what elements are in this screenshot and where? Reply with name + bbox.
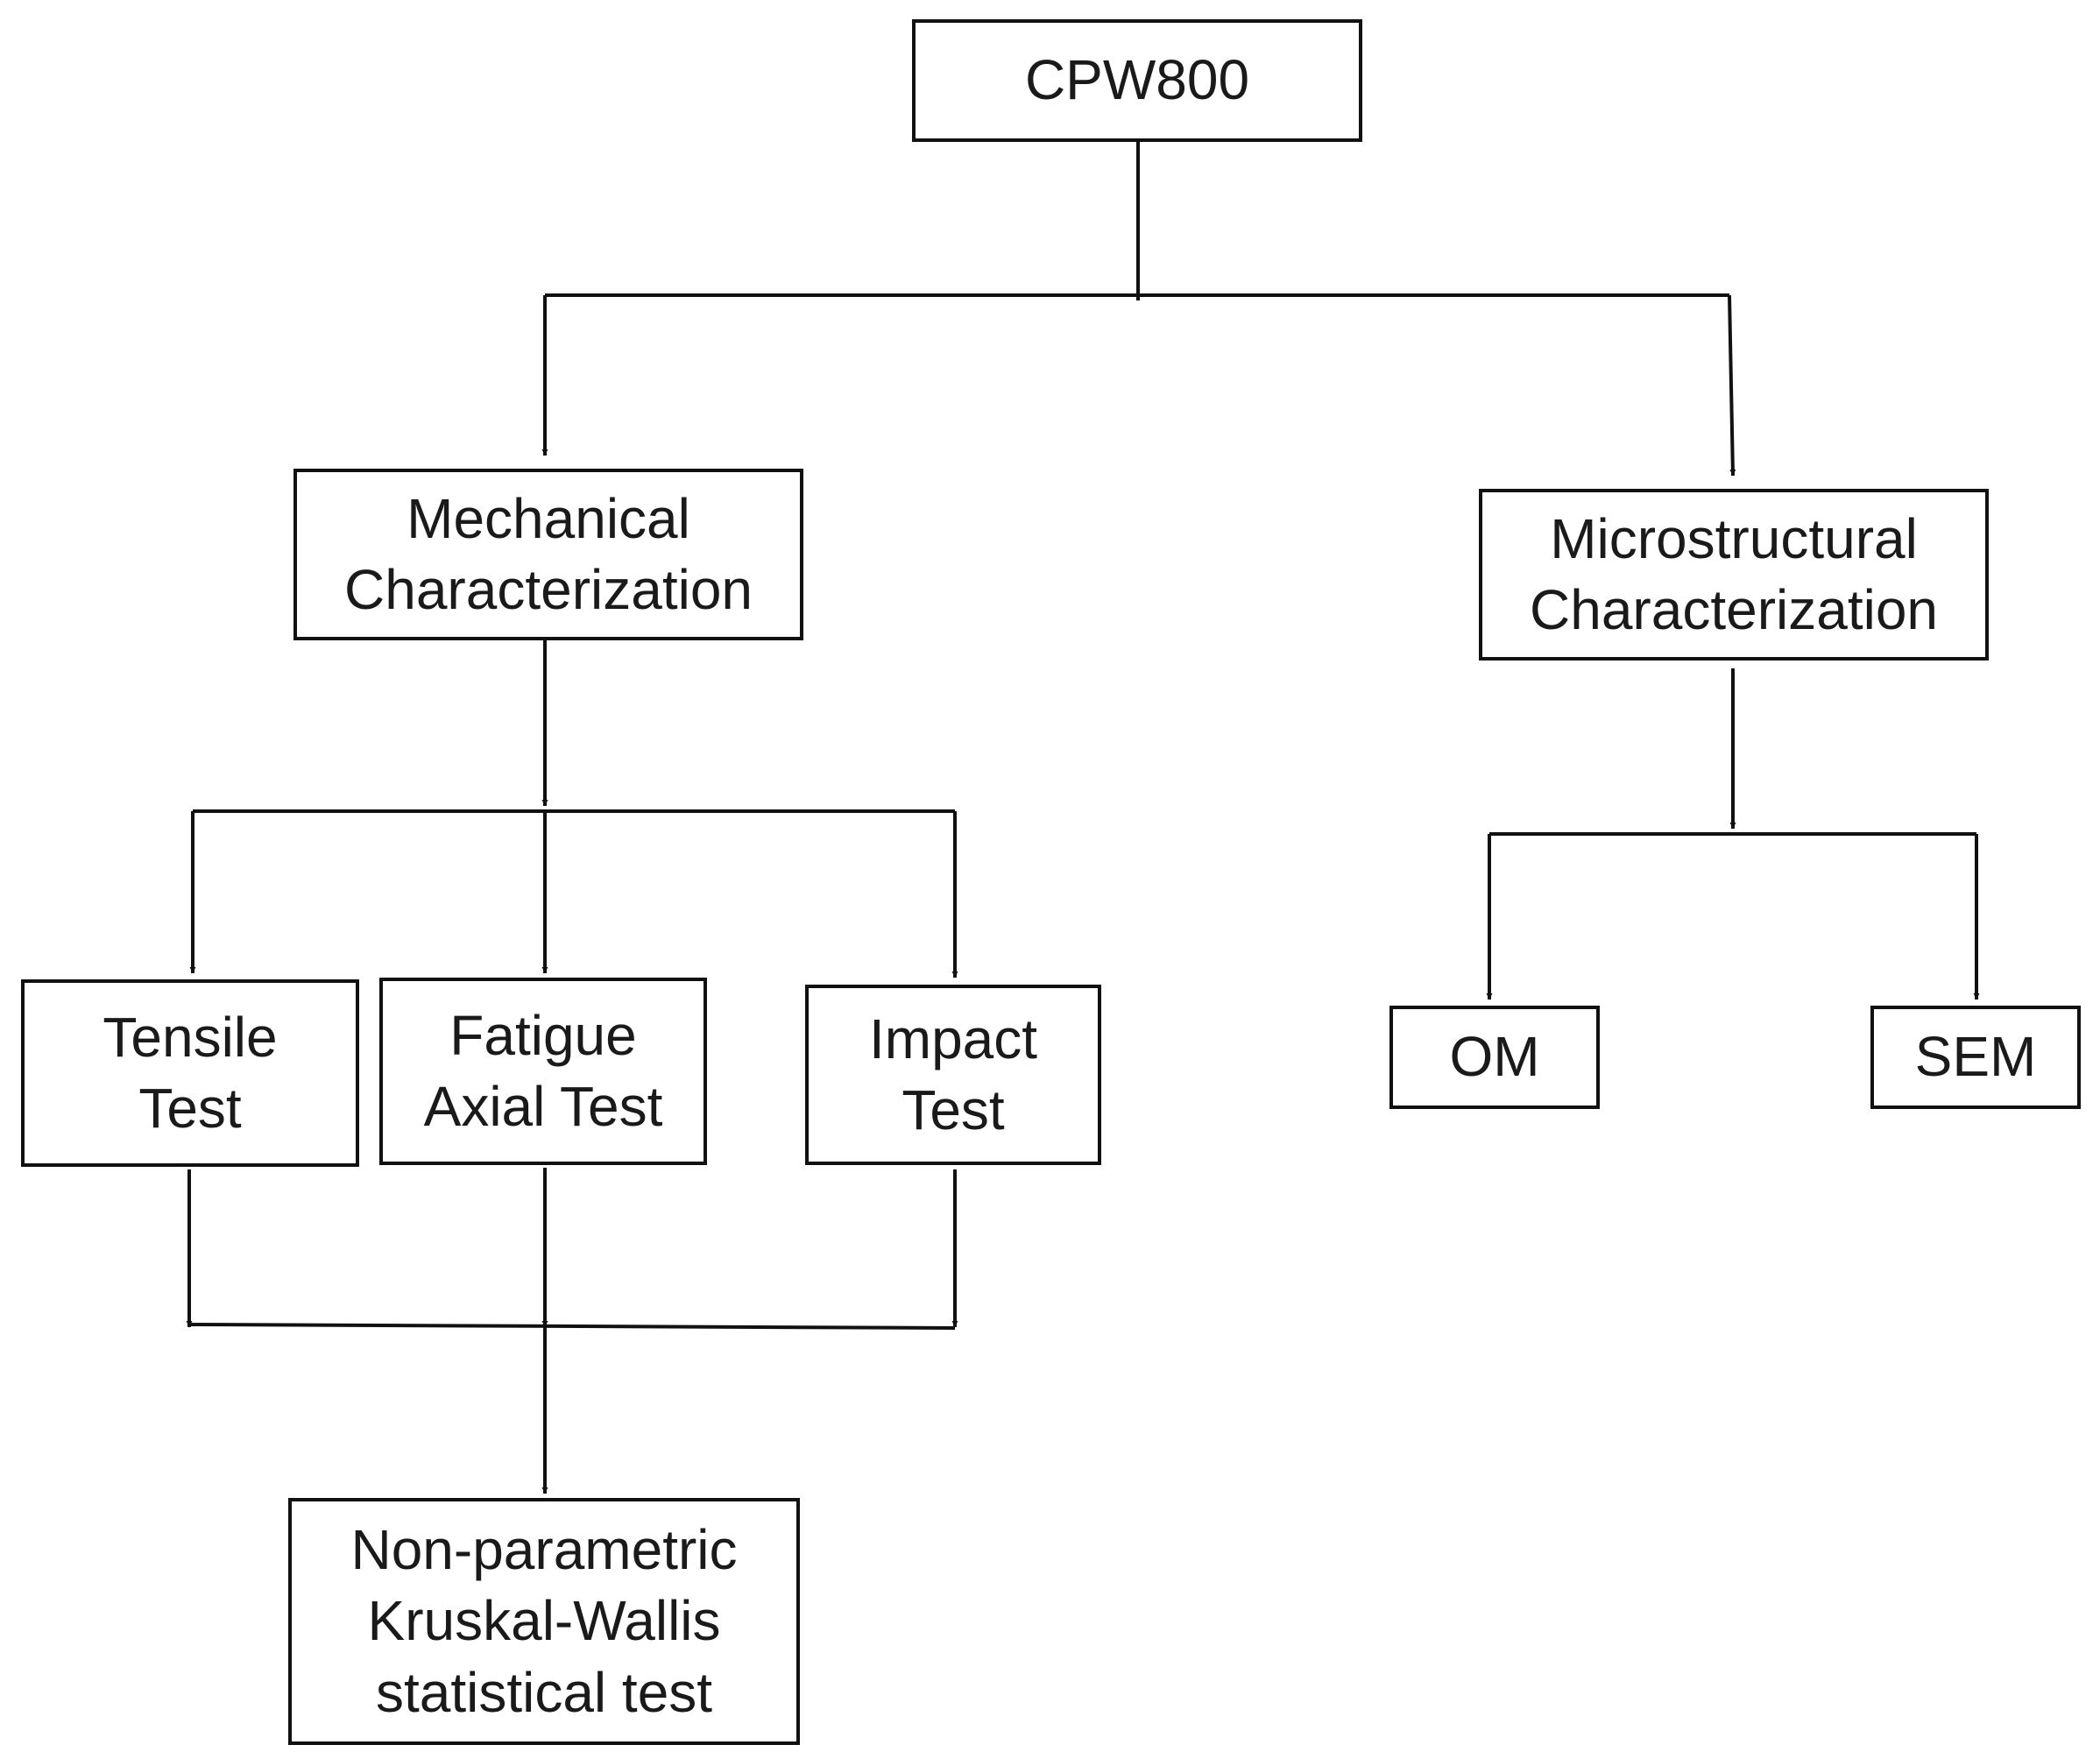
node-label-line: Non-parametric — [350, 1518, 738, 1582]
node-sem: SEM — [1870, 1006, 2081, 1109]
node-label-line: Tensile — [103, 1005, 278, 1069]
node-label-line: statistical test — [375, 1660, 713, 1724]
arrow-to-microstructural — [1728, 294, 1736, 477]
node-label-line: Characterization — [1530, 578, 1938, 641]
node-label-line: Microstructural — [1550, 506, 1918, 570]
node-label-line: Characterization — [344, 558, 753, 621]
node-label-line: Mechanical — [407, 486, 690, 550]
node-label-line: Fatigue — [449, 1003, 637, 1067]
node-cpw800: CPW800 — [912, 19, 1362, 142]
node-label-line: SEM — [1914, 1025, 2037, 1089]
node-label-line: CPW800 — [1024, 48, 1250, 112]
node-label-line: Test — [902, 1078, 1005, 1141]
node-label-line: Kruskal-Wallis — [367, 1589, 721, 1653]
node-label-line: Test — [138, 1077, 242, 1140]
merge-line — [188, 1323, 956, 1330]
node-label-line: Impact — [868, 1007, 1038, 1070]
node-label-line: OM — [1449, 1025, 1540, 1089]
node-om: OM — [1389, 1006, 1600, 1109]
node-label-line: Axial Test — [423, 1075, 663, 1138]
